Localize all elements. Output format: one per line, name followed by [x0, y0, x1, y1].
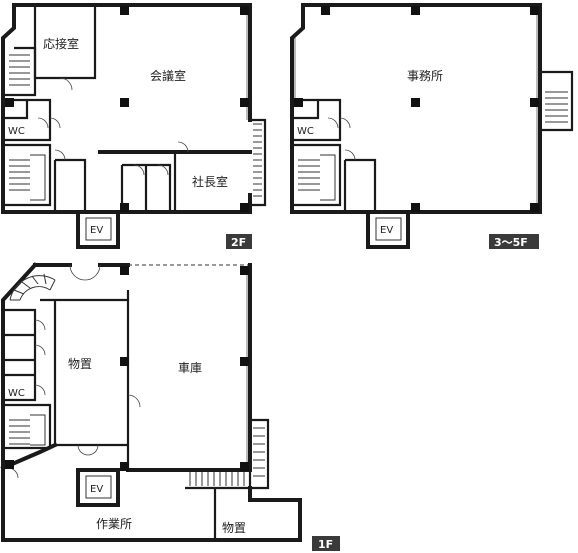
floor-3-5-plan — [290, 3, 574, 249]
floor-tag-2f: 2F — [226, 234, 252, 249]
floor-tag-3-5f: 3〜5F — [489, 234, 539, 249]
room-label-president: 社長室 — [192, 174, 228, 189]
room-label-wc-2f: WC — [8, 126, 25, 137]
room-label-storage-small: 物置 — [222, 521, 246, 535]
room-label-garage: 車庫 — [178, 361, 202, 375]
floor-2-plan — [1, 3, 267, 249]
floor-2-stair-top — [9, 54, 30, 86]
room-label-ev-1f: EV — [90, 484, 103, 495]
floor-2-stair-bottom — [9, 154, 46, 201]
room-label-wc-3-5f: WC — [297, 126, 314, 137]
room-label-office: 事務所 — [407, 69, 443, 83]
svg-text:1F: 1F — [318, 538, 333, 551]
floor-1-plan — [0, 262, 302, 542]
room-label-meeting: 会議室 — [150, 68, 186, 83]
floor-1-stair — [9, 414, 46, 446]
floor-3-5-ext-stair — [545, 91, 568, 123]
room-label-wc-1f: WC — [8, 388, 25, 399]
room-label-reception: 応接室 — [43, 36, 79, 51]
floor-2-ext-stair — [253, 123, 262, 197]
floor-1-spiral-stair — [9, 273, 56, 301]
floor-3-5-stair — [298, 154, 336, 201]
floor-1-ext-stair — [189, 472, 245, 486]
floor-tag-1f: 1F — [312, 536, 340, 551]
room-label-workshop: 作業所 — [96, 517, 132, 531]
room-label-storage-main: 物置 — [68, 357, 92, 371]
svg-text:3〜5F: 3〜5F — [494, 236, 528, 249]
svg-text:2F: 2F — [231, 236, 246, 249]
room-label-ev-3-5f: EV — [380, 225, 393, 236]
room-label-ev-2f: EV — [90, 225, 103, 236]
